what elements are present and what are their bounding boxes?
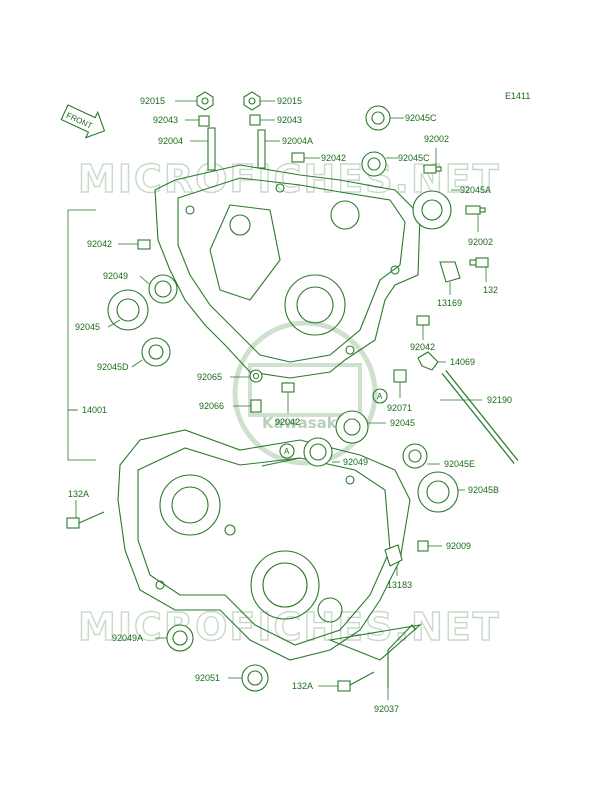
label-92045c-top: 92045C — [405, 113, 437, 123]
label-92190: 92190 — [487, 395, 512, 405]
label-92009: 92009 — [446, 541, 471, 551]
label-92045c-mid: 92045C — [398, 153, 430, 163]
label-13183: 13183 — [387, 580, 412, 590]
bolt-92009 — [417, 540, 429, 552]
bearing-92045c-top — [365, 105, 391, 131]
label-92045-left: 92045 — [75, 322, 100, 332]
label-92043-b: 92043 — [277, 115, 302, 125]
label-92015-b: 92015 — [277, 96, 302, 106]
label-92042-left: 92042 — [87, 239, 112, 249]
plate-13183 — [384, 544, 403, 567]
bolt-132 — [469, 257, 489, 268]
dowel-line — [261, 457, 301, 467]
label-92045b: 92045B — [468, 485, 499, 495]
label-92004a: 92004A — [282, 136, 313, 146]
label-92043-a: 92043 — [153, 115, 178, 125]
bearing-92049-left — [148, 274, 178, 304]
label-92045e: 92045E — [444, 459, 475, 469]
bolt-92002-top — [423, 164, 442, 174]
logo-text: Kawasaki — [262, 414, 342, 432]
part-92043-b — [249, 114, 261, 126]
label-92045d: 92045D — [97, 362, 129, 372]
label-13169: 13169 — [437, 298, 462, 308]
lower-crankcase — [117, 429, 422, 661]
label-92045a: 92045A — [460, 185, 491, 195]
elbow-14069 — [417, 351, 439, 371]
label-92042-center: 92042 — [275, 417, 300, 427]
kawasaki-logo: Kawasaki — [232, 320, 378, 466]
assembly-bracket — [67, 209, 96, 461]
part-92004 — [207, 127, 216, 171]
label-14069: 14069 — [450, 357, 475, 367]
label-92015-a: 92015 — [140, 96, 165, 106]
label-132a-left: 132A — [68, 489, 89, 499]
part-92042-left — [137, 239, 151, 250]
label-132a-bottom: 132A — [292, 681, 313, 691]
part-92065 — [249, 369, 263, 383]
bearing-92049-center — [303, 437, 333, 467]
label-92042-top: 92042 — [321, 153, 346, 163]
part-92066 — [250, 399, 262, 413]
seal-92051 — [241, 664, 269, 692]
diagram-code: E1411 — [505, 91, 530, 101]
label-92002-top: 92002 — [424, 134, 449, 144]
label-132: 132 — [483, 285, 498, 295]
front-arrow-icon: FRONT — [60, 104, 106, 139]
bearing-92045e — [402, 443, 428, 469]
svg-text:A: A — [377, 392, 383, 401]
part-92015-a — [196, 91, 214, 111]
bolt-92002-mid — [465, 205, 486, 215]
label-92042-right: 92042 — [410, 342, 435, 352]
label-92071: 92071 — [387, 403, 412, 413]
part-92042-top — [291, 152, 305, 163]
part-92042-center — [281, 382, 295, 393]
bearing-92045d — [141, 337, 171, 367]
bolt-132a-bottom — [337, 671, 375, 692]
part-92015-b — [243, 91, 261, 111]
leader-lines — [68, 100, 487, 700]
seal-92049a — [166, 624, 194, 652]
callout-a-left: A — [279, 443, 295, 459]
bearing-92045a — [412, 190, 452, 230]
part-92004a — [257, 129, 266, 169]
label-92049-center: 92049 — [343, 457, 368, 467]
label-14001: 14001 — [82, 405, 107, 415]
part-92042-right — [416, 315, 430, 326]
bearing-92045b — [417, 471, 459, 513]
part-92071 — [393, 369, 407, 383]
part-92043-a — [198, 115, 210, 127]
label-92051: 92051 — [195, 673, 220, 683]
label-92037: 92037 — [374, 704, 399, 714]
label-92049-left: 92049 — [103, 271, 128, 281]
bolt-132a-left — [66, 511, 105, 529]
bearing-92045-center — [335, 410, 369, 444]
plate-13169 — [439, 261, 461, 283]
callout-a-right: A — [372, 388, 388, 404]
bearing-92045c-mid — [361, 151, 387, 177]
label-92002-mid: 92002 — [468, 237, 493, 247]
svg-text:A: A — [284, 447, 290, 456]
label-92049a: 92049A — [112, 633, 143, 643]
bracket-92037 — [387, 624, 417, 688]
label-92065: 92065 — [197, 372, 222, 382]
label-92045-center: 92045 — [390, 418, 415, 428]
upper-crankcase — [154, 164, 421, 379]
label-92066: 92066 — [199, 401, 224, 411]
label-92004: 92004 — [158, 136, 183, 146]
bearing-92045-left — [107, 289, 149, 331]
